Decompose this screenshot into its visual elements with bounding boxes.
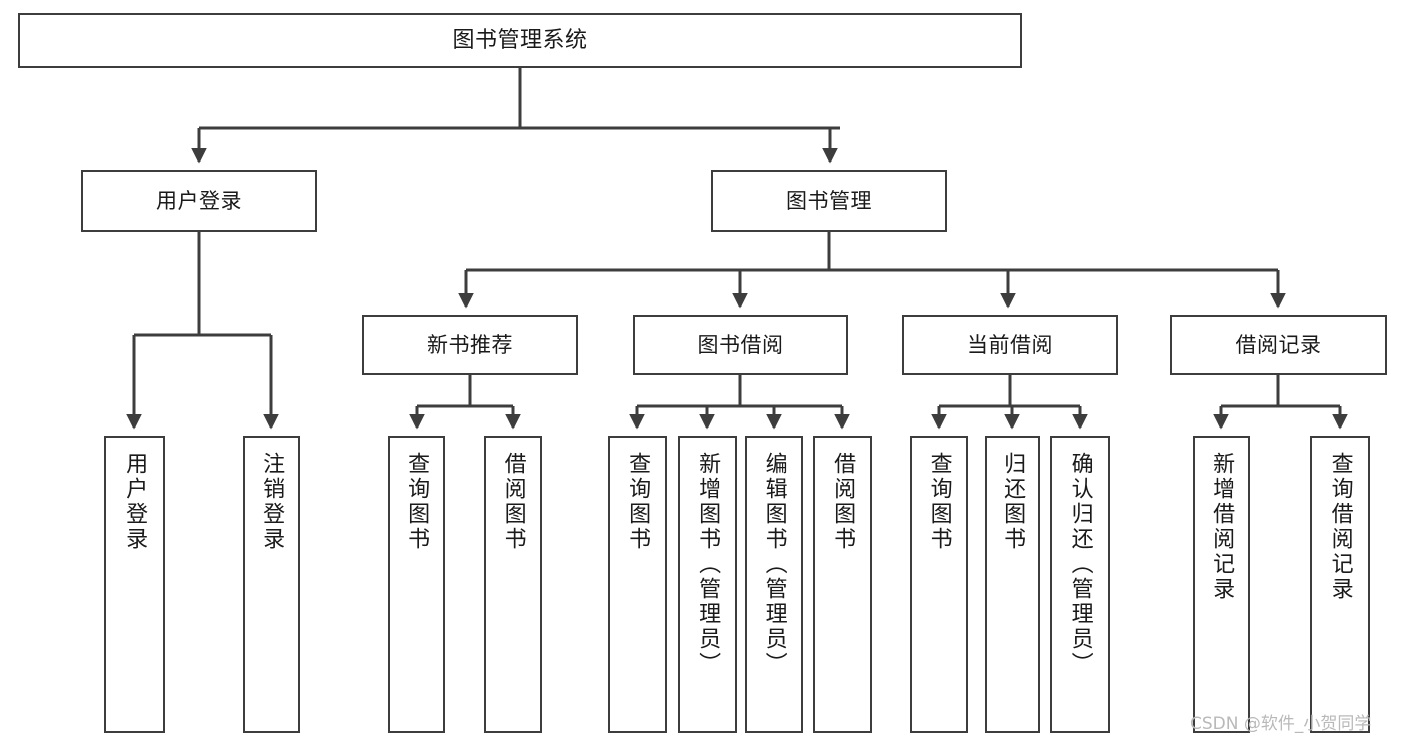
node-leaf-add-book-admin[interactable]: 新增图书（管理员） <box>678 436 737 733</box>
node-level3-current-borrow[interactable]: 当前借阅 <box>902 315 1118 375</box>
node-label: 借阅记录 <box>1235 332 1322 357</box>
node-leaf-query-book-borrow[interactable]: 查询图书 <box>608 436 667 733</box>
node-label: 当前借阅 <box>967 332 1053 357</box>
node-level2-book-management[interactable]: 图书管理 <box>711 170 947 232</box>
node-level2-user-login[interactable]: 用户登录 <box>81 170 317 232</box>
node-label: 查询图书 <box>625 452 651 552</box>
node-leaf-query-book-current[interactable]: 查询图书 <box>910 436 968 733</box>
node-level3-borrow-record[interactable]: 借阅记录 <box>1170 315 1387 375</box>
node-leaf-borrow-book-recommend[interactable]: 借阅图书 <box>484 436 542 733</box>
node-label: 图书借阅 <box>697 332 784 357</box>
node-label: 用户登录 <box>122 452 148 552</box>
node-label: 归还图书 <box>1000 452 1026 552</box>
node-leaf-edit-book-admin[interactable]: 编辑图书（管理员） <box>745 436 803 733</box>
node-label: 编辑图书（管理员） <box>761 452 787 677</box>
node-leaf-query-book-recommend[interactable]: 查询图书 <box>388 436 445 733</box>
watermark: CSDN @软件_小贺同学 <box>1190 714 1372 734</box>
node-leaf-add-borrow-record[interactable]: 新增借阅记录 <box>1193 436 1250 733</box>
node-label: 查询图书 <box>404 452 430 552</box>
node-label: 新书推荐 <box>427 332 513 357</box>
node-leaf-query-borrow-record[interactable]: 查询借阅记录 <box>1310 436 1370 733</box>
node-root[interactable]: 图书管理系统 <box>18 13 1022 68</box>
node-leaf-confirm-return-admin[interactable]: 确认归还（管理员） <box>1050 436 1110 733</box>
node-leaf-user-login[interactable]: 用户登录 <box>104 436 165 733</box>
node-label: 图书管理系统 <box>452 27 588 53</box>
node-label: 新增图书（管理员） <box>695 452 721 677</box>
node-label: 借阅图书 <box>830 452 856 552</box>
node-leaf-logout[interactable]: 注销登录 <box>243 436 300 733</box>
node-label: 查询借阅记录 <box>1327 452 1353 602</box>
node-level3-book-borrow[interactable]: 图书借阅 <box>633 315 848 375</box>
node-label: 新增借阅记录 <box>1209 452 1235 602</box>
node-label: 确认归还（管理员） <box>1067 452 1093 677</box>
node-label: 注销登录 <box>259 452 285 552</box>
node-leaf-return-book[interactable]: 归还图书 <box>985 436 1040 733</box>
node-label: 借阅图书 <box>500 452 526 552</box>
node-label: 查询图书 <box>926 452 952 552</box>
node-level3-new-book-recommend[interactable]: 新书推荐 <box>362 315 578 375</box>
node-label: 图书管理 <box>786 188 872 213</box>
node-label: 用户登录 <box>156 188 242 213</box>
node-leaf-borrow-book[interactable]: 借阅图书 <box>813 436 872 733</box>
